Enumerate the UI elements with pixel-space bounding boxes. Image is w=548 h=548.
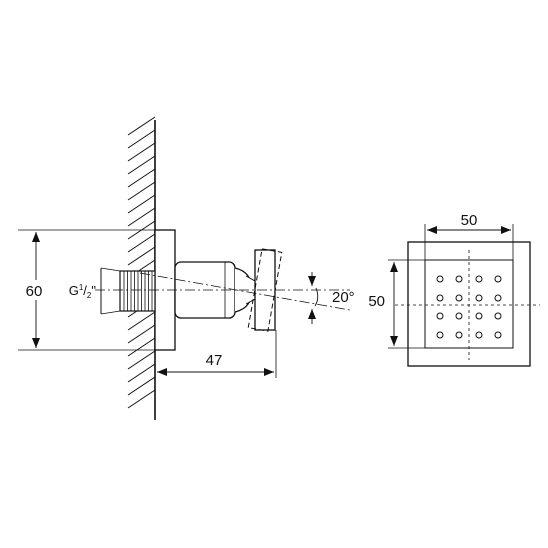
hatch-line <box>127 337 156 357</box>
threaded-inlet <box>100 267 156 315</box>
nozzle <box>455 294 463 302</box>
hatch-line <box>127 350 156 370</box>
projection-label: 47 <box>206 352 223 369</box>
angle-label: 20° <box>332 289 355 306</box>
hatch-line <box>127 194 156 214</box>
side-view: 60 G1/2" 47 20° <box>18 116 355 420</box>
nozzle <box>436 294 444 302</box>
nozzle <box>436 331 444 339</box>
nozzle <box>455 331 463 339</box>
nozzle <box>436 275 444 283</box>
dimension-front-height: 50 <box>368 259 425 349</box>
hatch-line <box>127 363 156 383</box>
front-view: 50 50 <box>368 212 540 367</box>
front-width-label: 50 <box>461 212 478 229</box>
dimension-angle: 20° <box>308 272 355 324</box>
dimension-height: 60 <box>18 229 155 351</box>
nozzle <box>475 294 483 302</box>
hatch-line <box>127 389 156 409</box>
height-label: 60 <box>26 283 43 300</box>
wall-hatching <box>127 116 156 409</box>
nozzle <box>494 312 502 320</box>
nozzle <box>494 275 502 283</box>
front-height-label: 50 <box>368 293 385 310</box>
nozzle <box>455 312 463 320</box>
dimension-projection: 47 <box>157 330 277 378</box>
nozzle <box>475 312 483 320</box>
nozzle <box>494 294 502 302</box>
hatch-line <box>127 324 156 344</box>
hatch-line <box>127 155 156 175</box>
hatch-line <box>127 207 156 227</box>
hatch-line <box>127 116 156 136</box>
hatch-line <box>127 168 156 188</box>
nozzle <box>494 331 502 339</box>
nozzle <box>475 331 483 339</box>
nozzle-head-tilted <box>247 248 283 332</box>
thread-label: G1/2" <box>69 283 97 300</box>
hatch-line <box>127 129 156 149</box>
hatch-line <box>127 181 156 201</box>
hatch-line <box>127 142 156 162</box>
hatch-line <box>127 246 156 266</box>
nozzle <box>436 312 444 320</box>
nozzle <box>455 275 463 283</box>
nozzle-grid <box>436 275 502 339</box>
nozzle <box>475 275 483 283</box>
hatch-line <box>127 376 156 396</box>
hatch-line <box>127 311 156 331</box>
dimension-front-width: 50 <box>424 212 514 260</box>
hatch-line <box>127 233 156 253</box>
